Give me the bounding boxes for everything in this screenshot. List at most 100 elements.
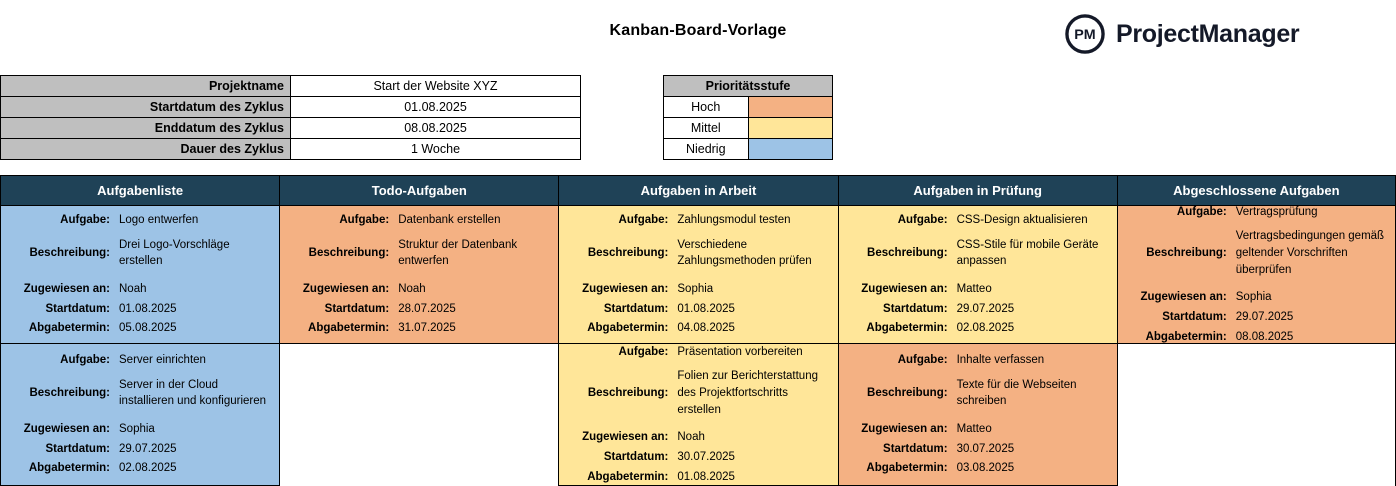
value-description: Texte für die Webseiten schreiben — [956, 378, 1077, 408]
label-start: Startdatum: — [603, 451, 669, 464]
label-task: Aufgabe: — [60, 213, 110, 226]
value-description: Struktur der Datenbank entwerfen — [398, 238, 518, 268]
info-value-dauer[interactable]: 1 Woche — [290, 138, 581, 160]
kanban-board: Aufgabenliste Aufgabe: Logo entwerfen Bes… — [0, 175, 1396, 486]
value-start: 29.07.2025 — [956, 302, 1015, 315]
label-assignee: Zugewiesen an: — [582, 431, 669, 444]
task-card[interactable]: Aufgabe:Zahlungsmodul testen Beschreibun… — [558, 206, 838, 344]
label-due: Abgabetermin: — [587, 322, 669, 335]
task-card[interactable]: Aufgabe: Server einrichten Beschreibung: S… — [0, 344, 280, 486]
value-description: Verschiedene Zahlungsmethoden prüfen — [677, 238, 812, 268]
label-assignee: Zugewiesen an: — [23, 283, 110, 295]
label-assignee: Zugewiesen an: — [582, 283, 669, 295]
priority-swatch-niedrig — [747, 138, 833, 160]
value-assignee: Sophia — [677, 283, 714, 295]
info-value-startdatum[interactable]: 01.08.2025 — [290, 96, 581, 118]
label-description: Beschreibung: — [29, 246, 110, 259]
value-start: 29.07.2025 — [119, 442, 177, 455]
priority-swatch-mittel — [747, 117, 833, 139]
label-description: Beschreibung: — [587, 387, 669, 399]
kanban-column-abgeschlossene-aufgaben: Abgeschlossene Aufgaben Aufgabe:Vertrags… — [1116, 175, 1396, 486]
label-start: Startdatum: — [45, 302, 110, 315]
value-assignee: Matteo — [956, 423, 992, 435]
label-assignee: Zugewiesen an: — [861, 423, 948, 435]
page-title: Kanban-Board-Vorlage — [609, 22, 787, 39]
empty-card-slot[interactable] — [279, 344, 559, 486]
task-card[interactable]: Aufgabe:CSS-Design aktualisieren Beschre… — [837, 206, 1117, 344]
label-description: Beschreibung: — [308, 246, 390, 259]
value-task: Vertragsprüfung — [1235, 205, 1318, 218]
value-task: Präsentation vorbereiten — [677, 345, 803, 358]
empty-card-slot[interactable] — [1116, 344, 1396, 486]
label-assignee: Zugewiesen an: — [302, 283, 390, 295]
column-header-abgeschlossene-aufgaben: Abgeschlossene Aufgaben — [1116, 175, 1396, 206]
task-card[interactable]: Aufgabe: Präsentation vorbereiten Beschre… — [558, 344, 838, 486]
column-header-todo-aufgaben: Todo-Aufgaben — [279, 175, 559, 206]
priority-legend-title: Prioritätsstufe — [663, 75, 833, 97]
column-body-todo-aufgaben: Aufgabe:Datenbank erstellen Beschreibung… — [279, 206, 559, 486]
column-header-aufgabenliste: Aufgabenliste — [0, 175, 280, 206]
info-value-enddatum[interactable]: 08.08.2025 — [290, 117, 581, 139]
label-description: Beschreibung: — [867, 386, 948, 399]
value-due: 01.08.2025 — [677, 470, 735, 483]
value-task: Server einrichten — [119, 353, 206, 366]
label-assignee: Zugewiesen an: — [23, 423, 110, 435]
label-task: Aufgabe: — [60, 353, 110, 366]
label-start: Startdatum: — [324, 302, 390, 315]
label-due: Abgabetermin: — [28, 322, 110, 335]
svg-text:PM: PM — [1074, 27, 1095, 43]
task-card[interactable]: Aufgabe: Logo entwerfen Beschreibung: Drei… — [0, 206, 280, 344]
task-card[interactable]: Aufgabe:Datenbank erstellen Beschreibung… — [279, 206, 559, 344]
table-row: Prioritätsstufe — [663, 75, 833, 97]
label-start: Startdatum: — [883, 302, 948, 315]
label-due: Abgabetermin: — [28, 462, 110, 475]
value-due: 08.08.2025 — [1235, 330, 1294, 343]
table-row: Projektname Start der Website XYZ — [0, 75, 581, 97]
table-row: Niedrig — [663, 138, 833, 160]
column-header-aufgaben-in-arbeit: Aufgaben in Arbeit — [558, 175, 838, 206]
priority-swatch-hoch — [747, 96, 833, 118]
kanban-column-todo-aufgaben: Todo-Aufgaben Aufgabe:Datenbank erstelle… — [279, 175, 559, 486]
project-info-table: Projektname Start der Website XYZ Startd… — [0, 75, 581, 160]
info-label-startdatum: Startdatum des Zyklus — [0, 96, 291, 118]
kanban-column-aufgaben-in-arbeit: Aufgaben in Arbeit Aufgabe:Zahlungsmodul… — [558, 175, 838, 486]
label-assignee: Zugewiesen an: — [861, 283, 948, 295]
value-due: 04.08.2025 — [677, 322, 735, 335]
value-task: CSS-Design aktualisieren — [956, 213, 1088, 226]
brand-logo: PM ProjectManager — [1064, 13, 1300, 55]
value-assignee: Noah — [119, 283, 147, 295]
label-task: Aufgabe: — [897, 353, 948, 366]
value-description: Drei Logo-Vorschläge erstellen — [119, 238, 230, 268]
task-card[interactable]: Aufgabe: Inhalte verfassen Beschreibung: T… — [837, 344, 1117, 486]
value-due: 05.08.2025 — [119, 322, 177, 335]
label-assignee: Zugewiesen an: — [1140, 291, 1227, 304]
label-start: Startdatum: — [45, 442, 110, 455]
kanban-column-aufgabenliste: Aufgabenliste Aufgabe: Logo entwerfen Bes… — [0, 175, 280, 486]
label-task: Aufgabe: — [618, 345, 669, 358]
pm-logo-icon: PM — [1064, 13, 1106, 55]
value-start: 01.08.2025 — [677, 302, 735, 315]
value-task: Inhalte verfassen — [956, 353, 1045, 366]
info-value-projektname[interactable]: Start der Website XYZ — [290, 75, 581, 97]
value-description: Vertragsbedingungen gemäß geltender Vors… — [1235, 230, 1385, 276]
table-row: Startdatum des Zyklus 01.08.2025 — [0, 96, 581, 118]
label-task: Aufgabe: — [618, 213, 669, 226]
label-start: Startdatum: — [1162, 311, 1227, 324]
priority-legend-table: Prioritätsstufe Hoch Mittel Niedrig — [663, 75, 833, 160]
label-description: Beschreibung: — [867, 246, 948, 259]
label-start: Startdatum: — [603, 302, 669, 315]
label-description: Beschreibung: — [29, 386, 110, 399]
value-description: Server in der Cloud installieren und kon… — [119, 378, 267, 408]
value-due: 31.07.2025 — [398, 322, 456, 335]
info-label-dauer: Dauer des Zyklus — [0, 138, 291, 160]
value-description: CSS-Stile für mobile Geräte anpassen — [956, 238, 1099, 268]
priority-level-hoch: Hoch — [663, 96, 749, 118]
label-due: Abgabetermin: — [587, 470, 669, 483]
value-assignee: Sophia — [119, 423, 155, 435]
value-assignee: Noah — [398, 283, 426, 295]
task-card[interactable]: Aufgabe:Vertragsprüfung Beschreibung:Ver… — [1116, 205, 1396, 344]
column-body-aufgabenliste: Aufgabe: Logo entwerfen Beschreibung: Drei… — [0, 206, 280, 486]
table-row: Hoch — [663, 96, 833, 118]
page-header: Kanban-Board-Vorlage PM ProjectManager — [0, 0, 1396, 70]
value-task: Logo entwerfen — [119, 213, 199, 226]
